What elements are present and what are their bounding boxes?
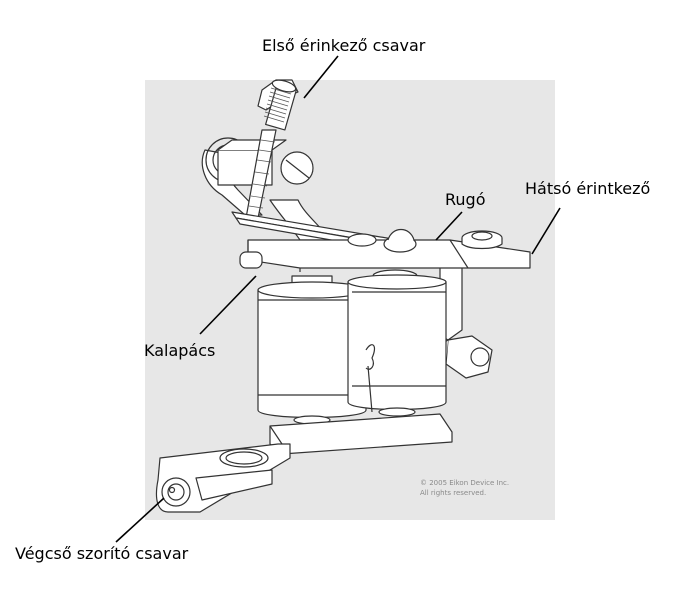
leader-line-armature-bar (199, 275, 257, 335)
leader-lines (115, 55, 561, 543)
tattoo-machine-illustration (155, 79, 531, 513)
label-tube-vise-screw: Végcső szorító csavar (15, 544, 189, 563)
leader-line-spring (435, 211, 463, 241)
leader-line-front-contact-screw (303, 55, 339, 99)
copyright-notice: © 2005 Eikon Device Inc. All rights rese… (420, 478, 509, 498)
label-spring: Rugó (445, 190, 486, 209)
leader-line-rear-contact (531, 207, 561, 255)
copyright-line-2: All rights reserved. (420, 489, 487, 497)
copyright-line-1: © 2005 Eikon Device Inc. (420, 479, 510, 487)
leader-line-tube-vise-screw (115, 497, 165, 543)
label-front-contact-screw: Első érinkező csavar (262, 36, 426, 55)
label-armature-bar: Kalapács (144, 341, 216, 360)
label-rear-contact: Hátsó érintkező (525, 179, 651, 198)
